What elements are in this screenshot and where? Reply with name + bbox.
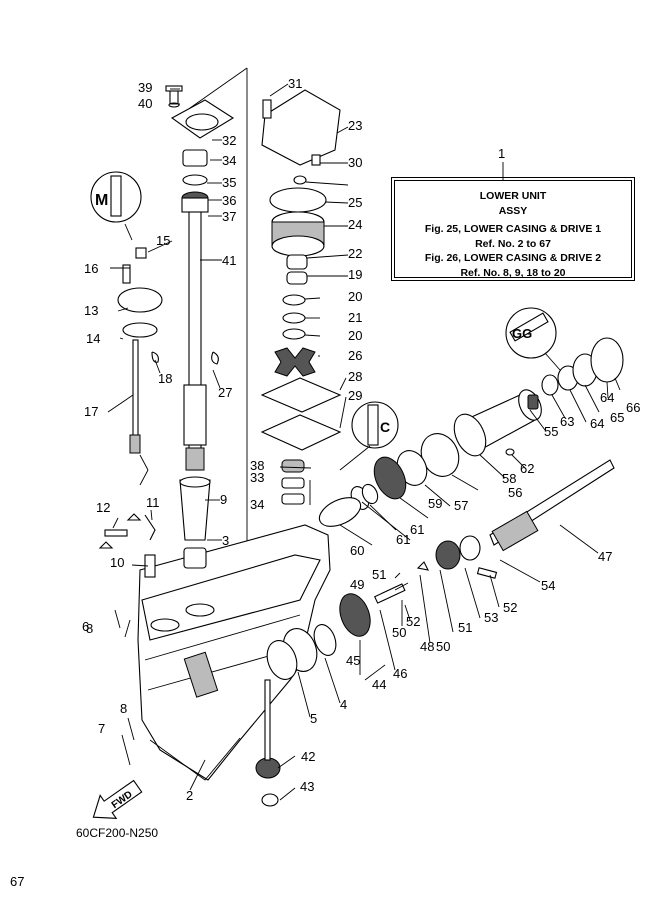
part-callout-40: 40 <box>138 96 152 111</box>
part-callout-58: 58 <box>502 471 516 486</box>
part-callout-50: 50 <box>392 625 406 640</box>
assembly-note-box: LOWER UNIT ASSY Fig. 25, LOWER CASING & … <box>391 177 635 281</box>
lubricant-symbol-gg: GG <box>505 307 557 359</box>
part-callout-34: 34 <box>250 497 264 512</box>
figure-code: 60CF200-N250 <box>76 826 159 840</box>
part-callout-18: 18 <box>158 371 172 386</box>
assembly-ref-line-3: Fig. 26, LOWER CASING & DRIVE 2 <box>424 252 602 264</box>
part-callout-20: 20 <box>348 328 362 343</box>
part-callout-5: 5 <box>310 711 317 726</box>
part-callout-56: 56 <box>508 485 522 500</box>
part-callout-4: 4 <box>340 697 347 712</box>
part-callout-43: 43 <box>300 779 314 794</box>
part-callout-12: 12 <box>96 500 110 515</box>
part-callout-29: 29 <box>348 388 362 403</box>
part-callout-61: 61 <box>396 532 410 547</box>
part-callout-48: 48 <box>420 639 434 654</box>
part-callout-7: 7 <box>98 721 105 736</box>
driveshaft-group <box>165 85 235 569</box>
part-callout-21: 21 <box>348 310 362 325</box>
part-callout-19: 19 <box>348 267 362 282</box>
part-callout-49: 49 <box>350 577 364 592</box>
svg-text:C: C <box>380 419 390 435</box>
part-callout-57: 57 <box>454 498 468 513</box>
part-callout-47: 47 <box>598 549 612 564</box>
part-callout-14: 14 <box>86 331 100 346</box>
water-pump-group <box>211 89 342 505</box>
part-callout-64: 64 <box>600 390 614 405</box>
part-callout-32: 32 <box>222 133 236 148</box>
lubricant-symbol-c: C <box>351 401 399 449</box>
part-callout-44: 44 <box>372 677 386 692</box>
part-callout-54: 54 <box>541 578 555 593</box>
part-callout-28: 28 <box>348 369 362 384</box>
svg-text:GG: GG <box>512 326 532 341</box>
assembly-ref-line-1: Fig. 25, LOWER CASING & DRIVE 1 <box>424 223 602 235</box>
group-frame-lines <box>139 67 248 545</box>
leader-lines <box>107 83 621 801</box>
lower-casing <box>137 524 331 781</box>
part-callout-22: 22 <box>348 246 362 261</box>
part-callout-50: 50 <box>436 639 450 654</box>
fwd-arrow: FWD <box>92 779 143 819</box>
shift-rod-group <box>98 247 163 578</box>
assembly-subtitle: ASSY <box>498 204 528 217</box>
part-callout-55: 55 <box>544 424 558 439</box>
part-callout-20: 20 <box>348 289 362 304</box>
part-callout-60: 60 <box>350 543 364 558</box>
assembly-ref-line-2: Ref. No. 2 to 67 <box>475 237 551 250</box>
part-callout-24: 24 <box>348 217 362 232</box>
part-callout-45: 45 <box>346 653 360 668</box>
part-callout-38: 38 <box>250 458 264 473</box>
part-callout-9: 9 <box>220 492 227 507</box>
part-callout-63: 63 <box>560 414 574 429</box>
part-callout-31: 31 <box>288 76 302 91</box>
part-callout-35: 35 <box>222 175 236 190</box>
part-callout-37: 37 <box>222 209 236 224</box>
part-callout-52: 52 <box>406 614 420 629</box>
part-callout-53: 53 <box>484 610 498 625</box>
part-callout-13: 13 <box>84 303 98 318</box>
part-callout-2: 2 <box>186 788 193 803</box>
callout-labels: 2345678891011121314151617181920202122232… <box>10 76 640 889</box>
part-callout-51: 51 <box>372 567 386 582</box>
part-callout-59: 59 <box>428 496 442 511</box>
part-callout-15: 15 <box>156 233 170 248</box>
part-callout-61: 61 <box>410 522 424 537</box>
assembly-ref-line-4: Ref. No. 8, 9, 18 to 20 <box>460 266 566 279</box>
assembly-ref-number: 1 <box>498 146 505 161</box>
part-callout-16: 16 <box>84 261 98 276</box>
part-callout-41: 41 <box>222 253 236 268</box>
part-callout-11: 11 <box>146 495 160 510</box>
part-callout-62: 62 <box>520 461 534 476</box>
part-callout-6: 6 <box>82 619 89 634</box>
part-callout-34: 34 <box>222 153 236 168</box>
part-callout-27: 27 <box>218 385 232 400</box>
part-callout-8: 8 <box>86 621 93 636</box>
part-callout-42: 42 <box>301 749 315 764</box>
part-callout-23: 23 <box>348 118 362 133</box>
svg-text:M: M <box>95 192 108 209</box>
part-callout-36: 36 <box>222 193 236 208</box>
part-callout-66: 66 <box>626 400 640 415</box>
part-callout-17: 17 <box>84 404 98 419</box>
part-callout-52: 52 <box>503 600 517 615</box>
part-callout-25: 25 <box>348 195 362 210</box>
part-callout-8: 8 <box>120 701 127 716</box>
part-callout-39: 39 <box>138 80 152 95</box>
part-callout-64: 64 <box>590 416 604 431</box>
part-callout-26: 26 <box>348 348 362 363</box>
part-callout-51: 51 <box>458 620 472 635</box>
part-callout-10: 10 <box>110 555 124 570</box>
assembly-title: LOWER UNIT <box>479 190 547 202</box>
part-callout-33: 33 <box>250 470 264 485</box>
part-callout-46: 46 <box>393 666 407 681</box>
part-callout-67: 67 <box>10 874 24 889</box>
part-callout-30: 30 <box>348 155 362 170</box>
lubricant-symbol-m: M <box>90 171 142 223</box>
part-callout-65: 65 <box>610 410 624 425</box>
part-callout-3: 3 <box>222 533 229 548</box>
